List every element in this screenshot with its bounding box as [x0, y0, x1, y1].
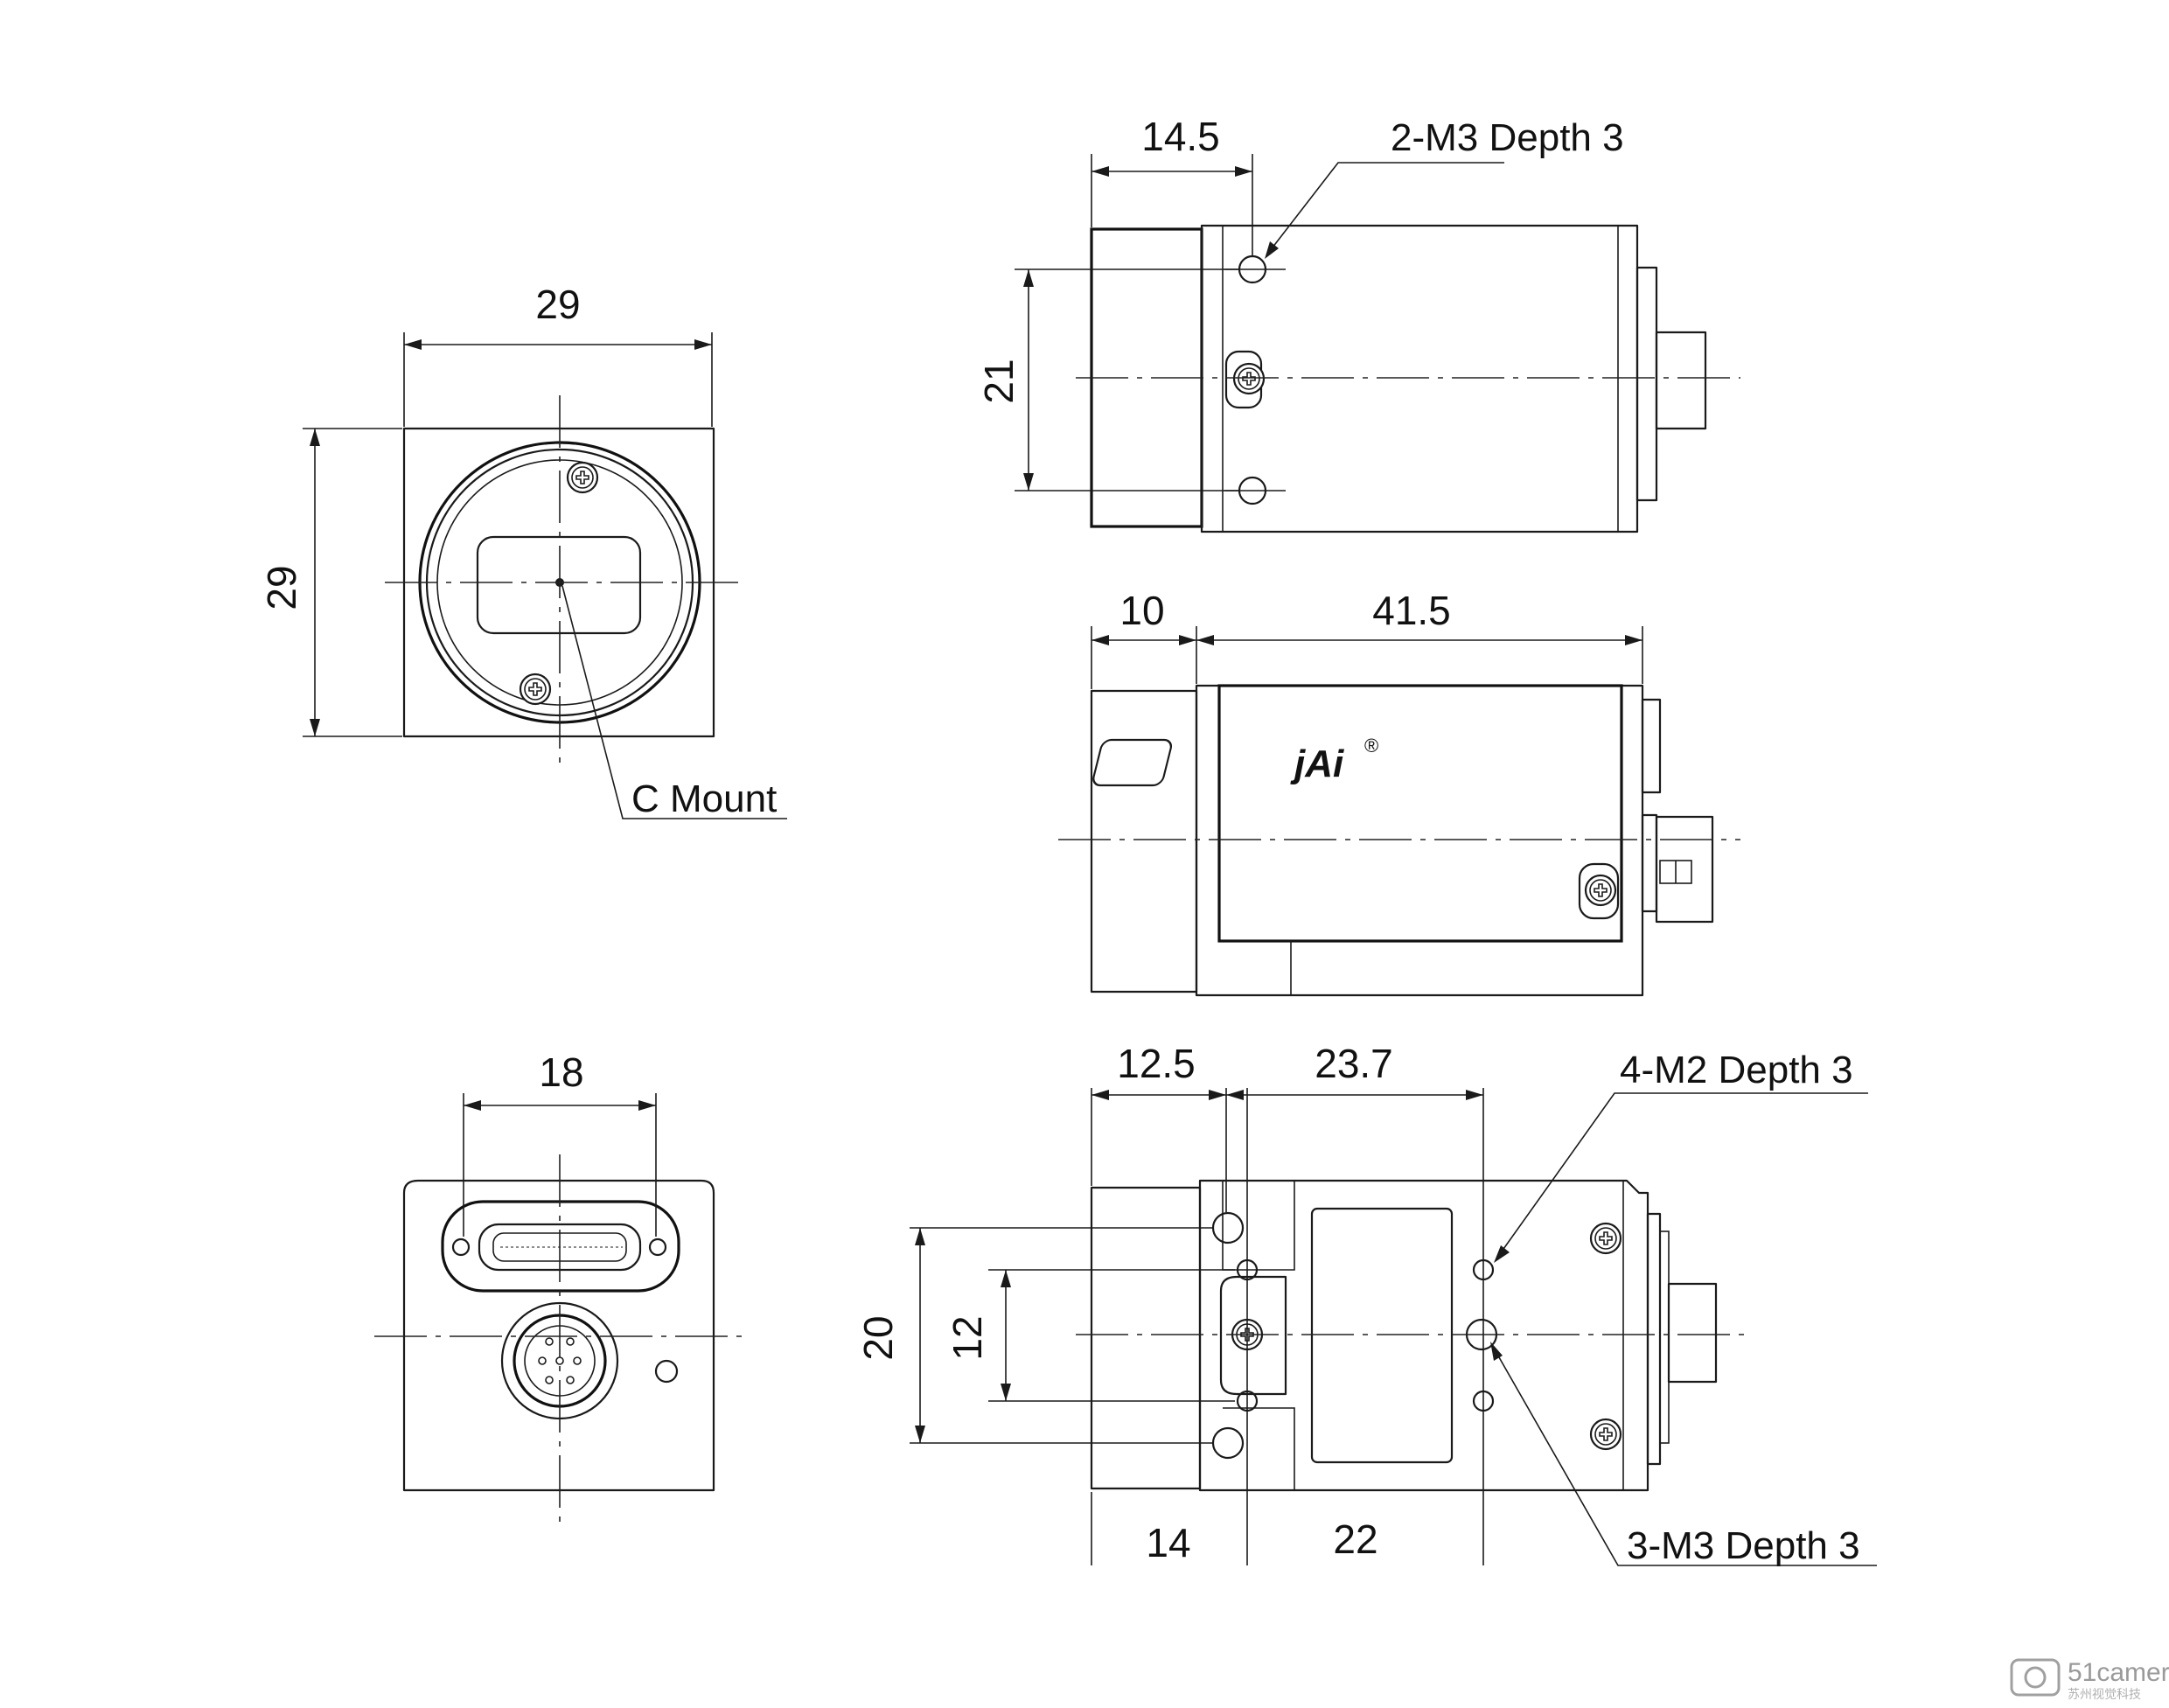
side-lens-dim: 10: [1119, 588, 1164, 633]
c-mount-label: C Mount: [631, 777, 777, 820]
bottom-body-outline: [1198, 1179, 1649, 1492]
bottom-screw-plate: [1219, 1275, 1287, 1396]
front-width-dim: 29: [535, 282, 580, 327]
side-screw-slot: [1578, 862, 1620, 920]
bottom-label-area: [1310, 1207, 1454, 1464]
bottom-m3-hole-1: [1211, 1211, 1245, 1244]
bottom-lower-span-dim: 22: [1333, 1516, 1377, 1562]
bottom-inner-spacing-dim: 12: [945, 1315, 990, 1360]
sensor-window: [476, 535, 642, 635]
rear-status-led: [654, 1359, 679, 1384]
m2-note-leader: [1496, 1092, 1868, 1258]
m2-note: 4-M2 Depth 3: [1620, 1049, 1853, 1091]
jai-logo-registered: ®: [1364, 735, 1378, 756]
watermark-logo-icon: [2010, 1658, 2061, 1697]
top-offset-dim: 14.5: [1141, 114, 1220, 159]
watermark-brand: 51camera: [2068, 1658, 2169, 1687]
rear-body-outline: [402, 1179, 715, 1492]
bottom-m3-hole-2: [1211, 1426, 1245, 1460]
side-body-dim: 41.5: [1372, 588, 1451, 633]
m3-note-leader: [1491, 1344, 1877, 1566]
front-view: 29 29 C Mount: [259, 282, 787, 820]
top-connector: [1655, 331, 1707, 430]
rear-width-dim: 18: [539, 1049, 583, 1095]
jai-logo: jAi ®: [1092, 735, 1378, 787]
bottom-rear-plate: [1646, 1212, 1662, 1466]
rear-usb-bezel: [441, 1200, 680, 1293]
bottom-outer-spacing-dim: 20: [855, 1315, 901, 1360]
bottom-screw-lower-icon: [1589, 1418, 1622, 1451]
front-screw-top-icon: [566, 461, 599, 494]
bottom-lower-offset-dim: 14: [1146, 1520, 1190, 1565]
front-screw-bottom-icon: [519, 673, 552, 706]
bottom-view: 12.5 23.7 20 12 14 22 4-M2 Depth 3 3-M3 …: [855, 1041, 1877, 1567]
front-height-dim: 29: [259, 565, 304, 610]
c-mount-leader: [561, 585, 787, 819]
bottom-span-dim: 23.7: [1315, 1041, 1393, 1086]
bottom-connector: [1667, 1282, 1718, 1384]
side-screw-icon: [1584, 874, 1617, 907]
bottom-offset-dim: 12.5: [1117, 1041, 1196, 1086]
side-body-panel: [1217, 684, 1623, 943]
top-rear-plate: [1635, 266, 1658, 502]
side-view: jAi ® 10 41.5: [1058, 588, 1740, 997]
jai-logo-text: jAi: [1290, 742, 1344, 785]
top-hole-spacing-dim: 21: [976, 359, 1022, 403]
top-body-outline: [1200, 224, 1639, 533]
watermark-tagline: 苏州视觉科技: [2068, 1687, 2141, 1701]
top-view: 14.5 21 2-M3 Depth 3: [976, 114, 1740, 533]
top-screw-icon: [1232, 362, 1266, 395]
watermark: 51camera 苏州视觉科技: [2010, 1658, 2169, 1701]
rear-view: 18: [374, 1049, 749, 1525]
side-rear-plate-lower: [1641, 813, 1658, 913]
side-connector: [1655, 815, 1714, 924]
side-lens-section: [1090, 689, 1198, 993]
rear-io-pins: [538, 1337, 582, 1384]
top-hole-leader: [1266, 162, 1504, 256]
side-rear-plate-upper: [1641, 698, 1662, 794]
rear-usb-screw-left: [451, 1237, 471, 1257]
m3-note: 3-M3 Depth 3: [1627, 1524, 1860, 1567]
bottom-screw-upper-icon: [1589, 1222, 1622, 1255]
top-hole-note: 2-M3 Depth 3: [1391, 116, 1624, 159]
rear-usb-screw-right: [648, 1237, 667, 1257]
side-body-outline: [1195, 684, 1644, 997]
